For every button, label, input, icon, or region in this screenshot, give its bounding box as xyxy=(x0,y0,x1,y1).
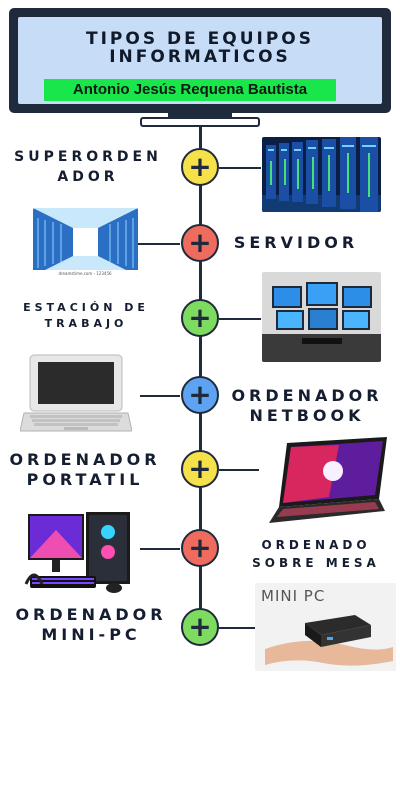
label-estacion-trabajo: ESTACIÓN DE TRABAJO xyxy=(23,301,149,330)
server-room-image: dreamstime.com - 123456 xyxy=(33,208,138,276)
node-plus-minipc[interactable]: + xyxy=(181,608,219,646)
node-plus-netbook[interactable]: + xyxy=(181,376,219,414)
node-plus-portatil[interactable]: + xyxy=(181,450,219,488)
node-plus-superordenador[interactable]: + xyxy=(181,148,219,186)
author-badge: Antonio Jesús Requena Bautista xyxy=(44,79,336,101)
connector-7 xyxy=(219,627,255,629)
label-portatil: ORDENADOR PORTATIL xyxy=(9,450,161,489)
plus-icon: + xyxy=(188,452,212,485)
plus-icon: + xyxy=(188,610,212,643)
title-line-2: INFORMATICOS xyxy=(109,47,291,67)
label-minipc: ORDENADOR MINI-PC xyxy=(15,605,167,644)
supercomputer-rack-image xyxy=(262,137,381,212)
node-plus-servidor[interactable]: + xyxy=(181,224,219,262)
monitor-stand xyxy=(140,117,260,127)
connector-5 xyxy=(219,469,259,471)
plus-icon: + xyxy=(188,531,212,564)
minipc-caption: MINI PC xyxy=(261,587,325,605)
node-plus-estacion[interactable]: + xyxy=(181,299,219,337)
title-line-1: TIPOS DE EQUIPOS xyxy=(86,29,314,49)
plus-icon: + xyxy=(188,378,212,411)
connector-3 xyxy=(219,318,261,320)
server-caption: dreamstime.com - 123456 xyxy=(58,271,112,276)
netbook-laptop-image xyxy=(20,353,132,435)
mini-pc-image: MINI PC xyxy=(255,583,396,671)
label-superordenador: SUPERORDEN ADOR xyxy=(14,149,162,185)
desktop-pc-image xyxy=(22,510,134,595)
gaming-laptop-image xyxy=(259,437,389,527)
label-servidor: SERVIDOR xyxy=(233,233,359,252)
plus-icon: + xyxy=(188,226,212,259)
plus-icon: + xyxy=(188,301,212,334)
workstation-monitors-image xyxy=(262,272,381,362)
monitor-neck xyxy=(168,113,232,117)
connector-2 xyxy=(138,243,180,245)
page-title: TIPOS DE EQUIPOS INFORMATICOS xyxy=(0,30,400,66)
connector-1 xyxy=(219,167,261,169)
connector-6 xyxy=(140,548,180,550)
label-sobremesa: ORDENADO SOBRE MESA xyxy=(252,538,380,570)
plus-icon: + xyxy=(188,150,212,183)
connector-4 xyxy=(140,395,180,397)
node-plus-sobremesa[interactable]: + xyxy=(181,529,219,567)
label-netbook: ORDENADOR NETBOOK xyxy=(231,386,383,425)
